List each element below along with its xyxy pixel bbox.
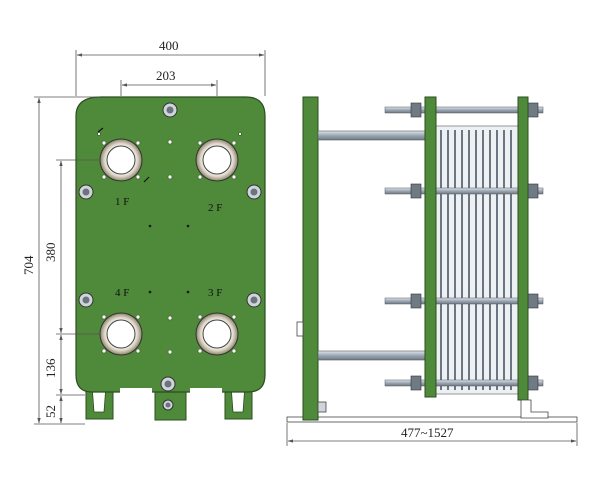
dim-port-spacing: 203	[156, 68, 176, 83]
port-3-nozzle	[195, 312, 239, 356]
dim-lower-port-offset: 136	[43, 358, 58, 378]
tie-bolts	[384, 102, 544, 391]
plate-pack	[435, 125, 519, 395]
port-label-2: 2 F	[208, 202, 222, 214]
upper-guide-bar	[317, 130, 431, 141]
port-label-3: 3 F	[208, 287, 222, 299]
port-label-1: 1 F	[115, 196, 129, 208]
front-dimensions	[34, 50, 266, 425]
side-view	[286, 96, 578, 423]
dim-overall-height: 704	[21, 255, 36, 275]
dim-foot-height: 52	[43, 405, 58, 418]
side-dimensions	[286, 423, 578, 446]
dim-port-height: 380	[43, 243, 58, 263]
port-2-nozzle	[195, 138, 239, 182]
pressure-plate	[424, 96, 437, 398]
flange-holes	[97, 132, 242, 355]
perimeter-bolts	[78, 102, 262, 411]
dim-frame-length: 477~1527	[401, 425, 454, 440]
base-rail	[286, 416, 578, 423]
lower-guide-bar	[317, 350, 431, 361]
support-column	[517, 96, 529, 401]
fixed-frame-plate	[302, 96, 319, 421]
front-view: 1 F 2 F 4 F 3 F	[75, 96, 266, 421]
port-label-4: 4 F	[115, 287, 129, 299]
port-1-nozzle	[99, 138, 143, 182]
dim-overall-width: 400	[159, 38, 179, 53]
port-4-nozzle	[99, 312, 143, 356]
